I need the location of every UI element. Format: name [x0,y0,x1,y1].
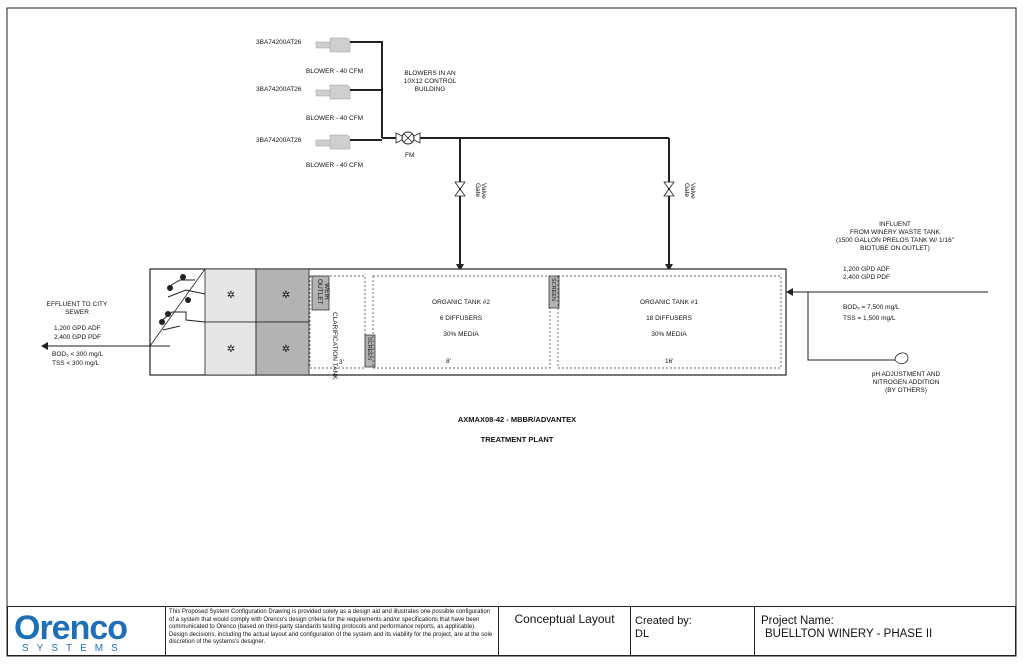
svg-text:✲: ✲ [227,290,235,301]
svg-text:Gate: Gate [474,183,481,197]
svg-text:✲: ✲ [282,344,290,355]
svg-text:(1500 GALLON PRELOS TANK W/ 1/: (1500 GALLON PRELOS TANK W/ 1/16" [836,237,955,244]
clarification-tank [309,275,366,369]
svg-text:BIOTUBE ON OUTLET): BIOTUBE ON OUTLET) [860,245,930,252]
air-piping [350,41,670,270]
tank2-diffusers: 6 DIFFUSERS [440,315,483,322]
influent-pdf: 2,400 GPD PDF [843,274,890,281]
blower-1: 3BA74200AT26 BLOWER - 40 CFM [256,37,363,75]
svg-text:BLOWERS IN AN: BLOWERS IN AN [404,70,456,77]
svg-text:Gate: Gate [683,183,690,197]
clarification-tank-label: CLARIFICATION TANK [331,312,338,380]
tank1-name: ORGANIC TANK #1 [640,299,698,306]
fan-icon: ✲ ✲ ✲ ✲ [227,290,290,355]
svg-text:(BY OTHERS): (BY OTHERS) [885,387,927,394]
outlet-weir [311,275,330,311]
gate-valve-icon [663,181,675,190]
svg-text:EFFLUENT TO CITY: EFFLUENT TO CITY [47,301,108,308]
disclaimer-text: This Proposed System Configuration Drawi… [166,607,499,655]
svg-text:OUTLET: OUTLET [316,279,323,305]
tank1-media: 30% MEDIA [651,331,687,338]
clarification-length: 3' [339,359,344,366]
company-logo: Orenco SYSTEMS [8,607,166,655]
blower-model: 3BA74200AT26 [256,137,302,144]
svg-text:SCREEN: SCREEN [366,337,372,360]
tank2-length: 8' [446,358,451,365]
blower-icon [315,89,333,97]
tank1-length: 16' [665,358,673,365]
effluent-heading: EFFLUENT TO CITY SEWER [47,301,108,316]
blower-label: BLOWER - 40 CFM [306,68,363,75]
sheet-border [6,7,1017,657]
gate-valve-1: Gate Valve [454,181,487,199]
blower-icon [315,41,333,49]
tank2-name: ORGANIC TANK #2 [432,299,490,306]
created-by-value: DL [635,628,650,640]
created-by: Created by: DL [631,607,755,655]
gate-valve-2: Gate Valve [663,181,696,199]
influent-tss: TSS = 1,500 mg/L [843,315,896,322]
svg-text:pH ADJUSTMENT AND: pH ADJUSTMENT AND [872,371,941,378]
advantex-pod [255,268,310,323]
svg-text:Valve: Valve [689,183,696,199]
blower-label: BLOWER - 40 CFM [306,115,363,122]
effluent-bod: BOD₅ < 300 mg/L [52,351,104,358]
layout-type: Conceptual Layout [499,607,631,655]
project-name: Project Name: BUELLTON WINERY - PHASE II [755,607,1015,655]
svg-text:10X12 CONTROL: 10X12 CONTROL [404,78,457,85]
effluent-pdf: 2,400 GPD PDF [54,334,101,341]
effluent-adf: 1,200 GPD ADF [54,325,101,332]
advantex-pod [255,321,310,376]
blower-model: 3BA74200AT26 [256,86,302,93]
svg-text:FROM WINERY WASTE TANK: FROM WINERY WASTE TANK [850,229,941,236]
logo-wordmark: Orenco [14,609,128,647]
organic-tank-2 [372,275,551,369]
svg-text:BUILDING: BUILDING [415,86,446,93]
plant-title: AXMAX08-42 - MBBR/ADVANTEX [458,415,576,424]
logo-subtitle: SYSTEMS [22,643,126,654]
advantex-pod [204,321,257,376]
blower-icon [315,139,333,147]
blower-label: BLOWER - 40 CFM [306,162,363,169]
project-name-value: BUELLTON WINERY - PHASE II [765,628,933,640]
svg-text:NITROGEN ADDITION: NITROGEN ADDITION [873,379,940,386]
influent-heading: INFLUENT FROM WINERY WASTE TANK (1500 GA… [836,221,955,252]
blower-3: 3BA74200AT26 BLOWER - 40 CFM [256,134,363,169]
svg-text:✲: ✲ [282,290,290,301]
gate-valve-icon [454,181,466,190]
chemical-feed-icon [894,352,909,364]
organic-tank-1 [557,275,782,369]
blower-building-note: BLOWERS IN AN 10X12 CONTROL BUILDING [404,70,457,93]
plant-subtitle: TREATMENT PLANT [481,435,554,444]
pump-section [149,268,206,347]
svg-text:INFLUENT: INFLUENT [879,221,911,228]
effluent-tss: TSS < 300 mg/L [52,360,100,367]
flow-meter-icon [395,131,421,145]
flow-meter-label: FM [405,152,414,159]
project-name-label: Project Name: [761,615,834,627]
svg-text:✲: ✲ [227,344,235,355]
svg-text:WEIR: WEIR [323,283,330,300]
blower-model: 3BA74200AT26 [256,39,302,46]
created-by-label: Created by: [635,615,692,627]
influent-adf: 1,200 GPD ADF [843,266,890,273]
svg-text:Valve: Valve [480,183,487,199]
screen [364,334,376,368]
blower-2: 3BA74200AT26 BLOWER - 40 CFM [256,84,363,122]
svg-text:SEWER: SEWER [65,309,89,316]
tank2-media: 30% MEDIA [443,331,479,338]
ph-note: pH ADJUSTMENT AND NITROGEN ADDITION (BY … [872,371,941,394]
influent-bod: BOD₅ = 7,500 mg/L [843,304,900,311]
influent-pipe [789,291,988,361]
svg-text:SCREEN: SCREEN [550,278,556,301]
title-block: Orenco SYSTEMS This Proposed System Conf… [7,606,1016,656]
screen [548,275,560,309]
tank1-diffusers: 18 DIFFUSERS [646,315,693,322]
